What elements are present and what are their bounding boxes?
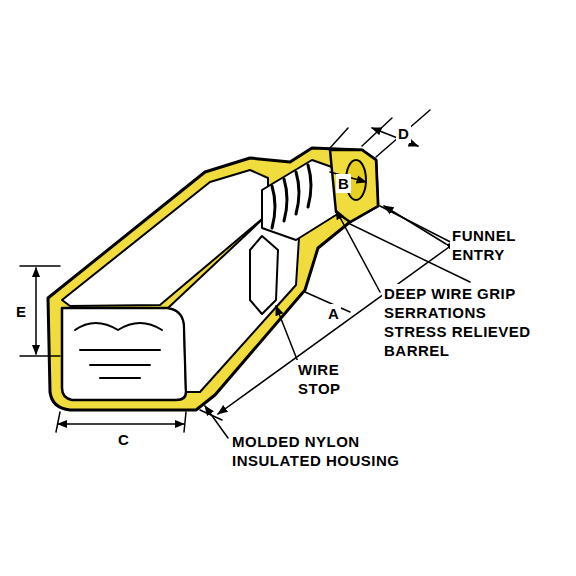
serration-ring	[308, 165, 311, 207]
serration-ring	[284, 179, 287, 221]
leader-line	[336, 210, 380, 292]
serrations	[272, 165, 311, 228]
part-label: FUNNEL ENTRY	[450, 226, 546, 264]
serration-ring	[296, 172, 299, 214]
dimension-c	[58, 423, 184, 425]
wire-stop	[250, 236, 278, 314]
receptacle-face	[62, 308, 186, 400]
part-label: MOLDED NYLON INSULATED HOUSING	[230, 432, 409, 470]
part-label: DEEP WIRE GRIP SERRATIONS STRESS RELIEVE…	[382, 284, 538, 360]
dimension-e	[35, 268, 37, 354]
dimension-letter: A	[326, 304, 341, 323]
contact-rolls	[75, 323, 162, 378]
dimension-c-ext	[56, 412, 186, 432]
dimension-letter: E	[14, 302, 29, 321]
dimension-lines	[362, 110, 430, 157]
leader-line	[384, 206, 446, 244]
leader-line	[276, 306, 298, 362]
dimension-letter: D	[396, 124, 411, 143]
dimension-letter: C	[116, 430, 131, 449]
insulated-housing	[48, 148, 378, 410]
part-label: WIRE STOP	[296, 360, 356, 398]
leader-line	[205, 406, 228, 438]
housing-side	[168, 214, 300, 392]
dimension-letter: B	[336, 174, 351, 193]
serration-ring	[272, 186, 275, 228]
